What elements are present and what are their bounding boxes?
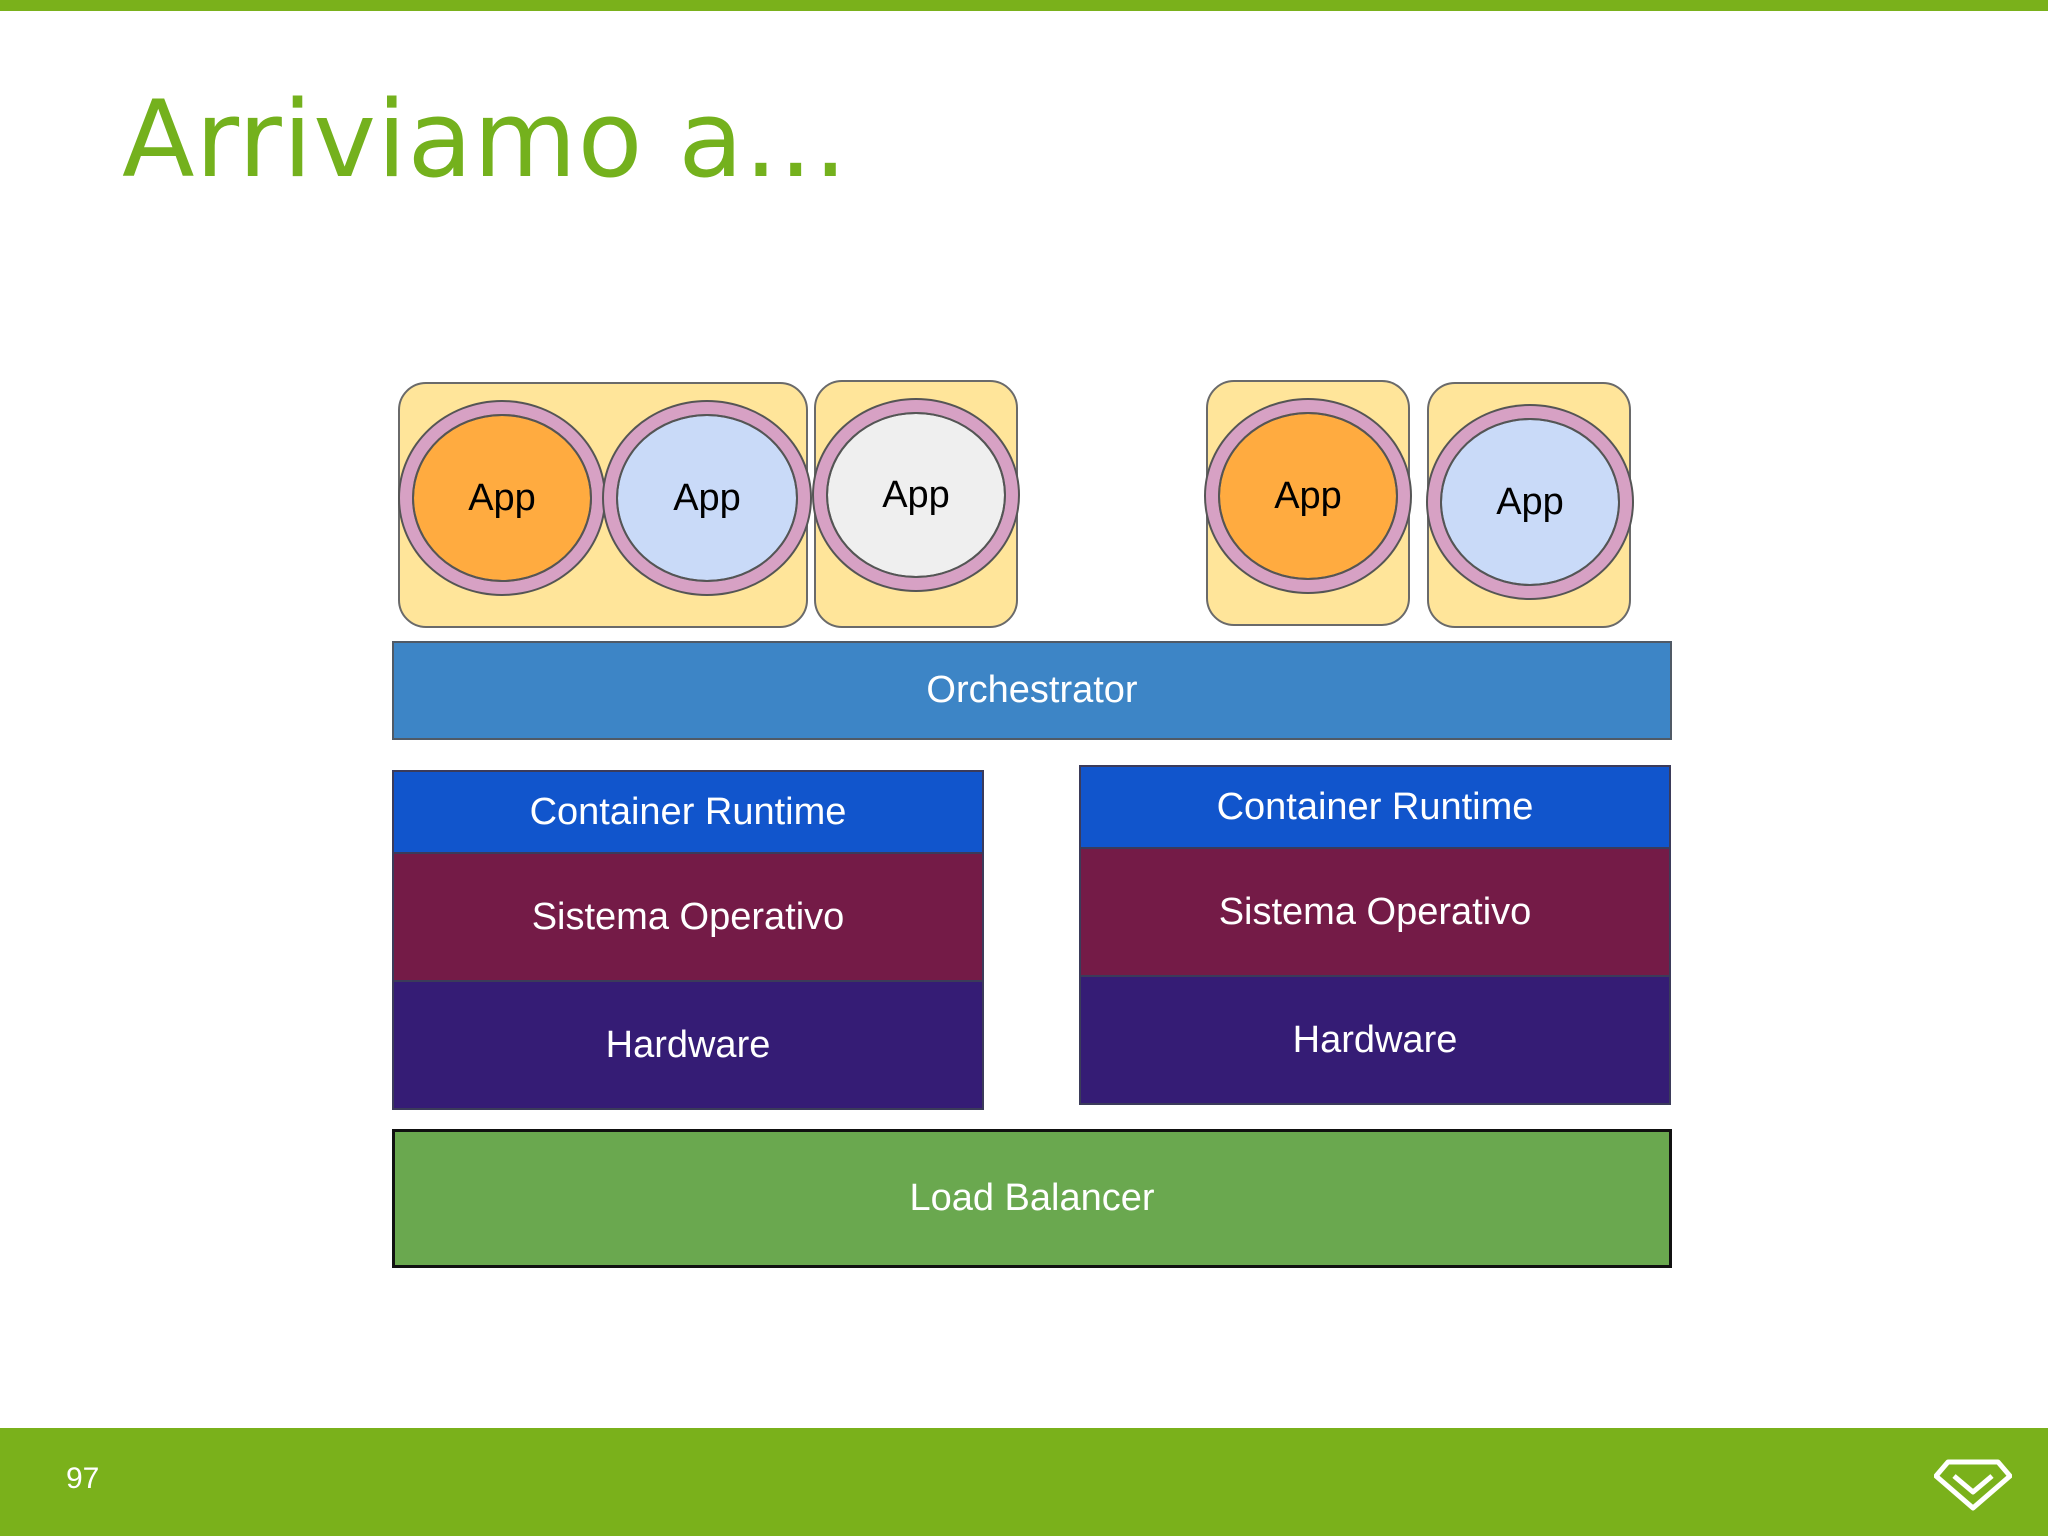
app-label: App xyxy=(673,476,741,519)
hardware-label: Hardware xyxy=(1292,1018,1458,1061)
operating-system-label: Sistema Operativo xyxy=(1218,890,1532,933)
app-container-4: App xyxy=(1206,400,1410,592)
load-balancer-layer: Load Balancer xyxy=(392,1129,1672,1268)
operating-system-layer-2: Sistema Operativo xyxy=(1079,849,1671,977)
container-runtime-layer-1: Container Runtime xyxy=(392,770,984,854)
app-container-1: App xyxy=(400,402,604,594)
top-accent-bar xyxy=(0,0,2048,11)
container-runtime-label: Container Runtime xyxy=(1216,785,1534,828)
orchestrator-label: Orchestrator xyxy=(926,669,1138,711)
bottom-accent-bar xyxy=(0,1428,2048,1536)
app-label: App xyxy=(468,476,536,519)
app-container-3: App xyxy=(814,400,1018,590)
orchestrator-layer: Orchestrator xyxy=(392,641,1672,740)
operating-system-label: Sistema Operativo xyxy=(531,895,845,938)
container-runtime-layer-2: Container Runtime xyxy=(1079,765,1671,849)
slide-title: Arriviamo a... xyxy=(122,78,849,201)
hardware-layer-2: Hardware xyxy=(1079,977,1671,1105)
hardware-layer-1: Hardware xyxy=(392,982,984,1110)
load-balancer-label: Load Balancer xyxy=(909,1177,1155,1219)
app-label: App xyxy=(882,473,950,516)
page-number: 97 xyxy=(66,1462,100,1495)
operating-system-layer-1: Sistema Operativo xyxy=(392,854,984,982)
app-container-2: App xyxy=(604,402,810,594)
app-label: App xyxy=(1496,480,1564,523)
container-runtime-label: Container Runtime xyxy=(529,790,847,833)
diamond-logo-icon xyxy=(1934,1459,2012,1511)
hardware-label: Hardware xyxy=(605,1023,771,1066)
app-container-5: App xyxy=(1428,406,1632,598)
app-label: App xyxy=(1274,474,1342,517)
